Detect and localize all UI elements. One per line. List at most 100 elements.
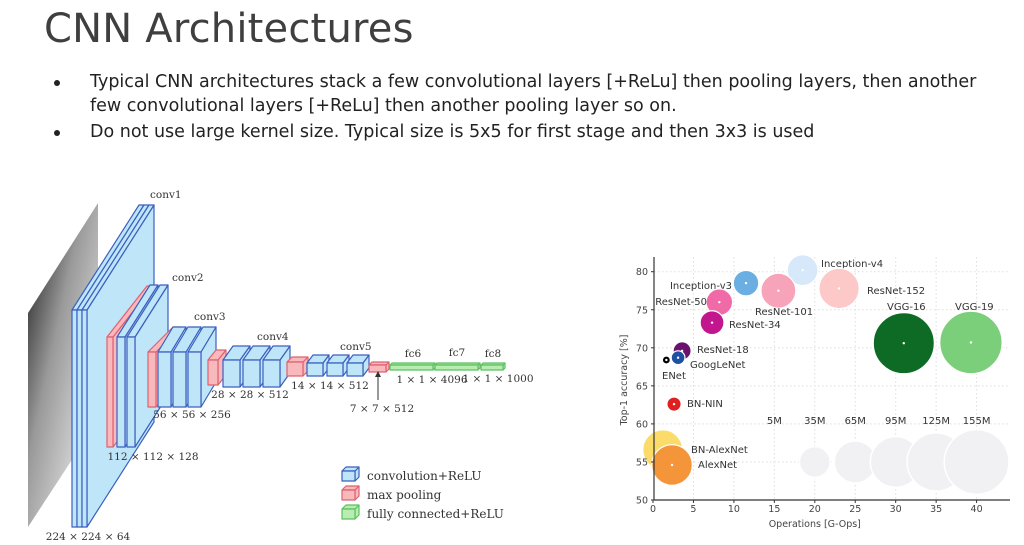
y-tick-label: 70	[636, 343, 648, 354]
bubble-label: VGG-16	[887, 302, 926, 313]
bubble-inception-v3: Inception-v3	[670, 269, 760, 297]
stage-label: fc6	[405, 348, 422, 360]
x-tick-label: 15	[768, 504, 780, 515]
x-tick-label: 0	[650, 504, 656, 515]
y-tick-label: 50	[636, 496, 648, 507]
stage-label: conv3	[194, 311, 226, 323]
bubble-center	[672, 402, 676, 406]
bubble-center	[902, 342, 905, 345]
size-legend-bubble	[943, 428, 1010, 496]
x-tick-label: 40	[971, 504, 983, 515]
bubble-vgg-19: VGG-19	[939, 302, 1003, 375]
size-legend-label: 35M	[804, 416, 825, 427]
bubble-label: AlexNet	[698, 460, 737, 471]
dim-label: 7 × 7 × 512	[350, 403, 414, 415]
vgg-architecture-diagram: conv1 conv2 conv3 conv4 conv5 fc6 fc7 fc…	[28, 189, 534, 543]
size-legend-label: 125M	[922, 416, 950, 427]
bubble-label: VGG-19	[955, 302, 994, 313]
bubble-center	[710, 321, 714, 324]
bubble-enet: ENet	[661, 355, 686, 382]
bubble-label: Inception-v4	[821, 259, 883, 270]
stage-label: conv2	[172, 272, 204, 284]
bubble-resnet-34: ResNet-34	[699, 310, 781, 336]
y-axis-label: Top-1 accuracy [%]	[619, 335, 630, 427]
size-legend-label: 95M	[885, 416, 906, 427]
bubble-vgg-16: VGG-16	[872, 302, 935, 375]
bullet-list: Typical CNN architectures stack a few co…	[52, 70, 990, 146]
stage-label: conv5	[340, 341, 372, 353]
x-tick-label: 10	[728, 504, 740, 515]
bubble-label: ResNet-34	[729, 320, 781, 331]
bubble-center	[676, 356, 680, 359]
bubble-label: GoogLeNet	[690, 360, 746, 371]
legend-swatch	[341, 466, 360, 482]
slide-title: CNN Architectures	[44, 6, 414, 52]
dim-label: 1 × 1 × 4096	[396, 374, 467, 386]
bubble-center	[718, 300, 721, 304]
y-tick-label: 60	[636, 419, 648, 430]
x-tick-label: 35	[930, 504, 942, 515]
y-tick-label: 55	[636, 457, 648, 468]
stage-label: conv1	[150, 189, 182, 201]
bullet-item: Do not use large kernel size. Typical si…	[52, 120, 990, 144]
conv-block	[262, 345, 291, 388]
bubble-resnet-101: ResNet-101	[755, 272, 813, 318]
legend-label: fully connected+ReLU	[367, 507, 504, 521]
x-tick-label: 5	[690, 504, 696, 515]
stage-label: conv4	[257, 331, 289, 343]
bubble-center	[801, 268, 804, 272]
pool-block	[368, 361, 390, 373]
bubble-center	[744, 281, 748, 285]
dim-label: 14 × 14 × 512	[291, 380, 369, 392]
size-legend-label: 5M	[767, 416, 782, 427]
conv-block	[346, 354, 370, 377]
dim-label: 1 × 1 × 1000	[462, 373, 533, 385]
bubble-center	[969, 341, 973, 344]
bubble-inception-v4: Inception-v4	[786, 254, 883, 287]
bubble-label: Inception-v3	[670, 281, 732, 292]
fc-block	[434, 362, 481, 371]
bubble-center	[837, 287, 841, 290]
conv-block	[306, 354, 330, 377]
dim-label: 28 × 28 × 512	[211, 389, 289, 401]
bubble-googlenet: GoogLeNet	[670, 350, 746, 371]
bubble-label: ENet	[662, 371, 686, 382]
fc-block	[389, 362, 436, 371]
pool5-arrowhead	[375, 371, 381, 377]
bubble-bn-nin: BN-NIN	[666, 396, 723, 412]
x-tick-label: 30	[890, 504, 902, 515]
bubble-alexnet: AlexNet	[651, 444, 737, 486]
legend-swatch	[341, 504, 360, 520]
legend-label: max pooling	[367, 488, 442, 502]
bubble-label: ResNet-18	[697, 345, 749, 356]
bubble-resnet-152: ResNet-152	[818, 267, 925, 310]
x-tick-label: 25	[849, 504, 861, 515]
size-legend-bubble	[798, 445, 831, 479]
fc-block	[480, 362, 506, 371]
bubble-center	[670, 463, 674, 467]
conv-block	[326, 354, 350, 377]
bubble-resnet-50: ResNet-50	[655, 288, 734, 316]
y-tick-label: 75	[636, 305, 648, 316]
bubble-label: ResNet-152	[867, 286, 925, 297]
dim-label: 56 × 56 × 256	[153, 409, 231, 421]
dim-label: 224 × 224 × 64	[46, 531, 131, 543]
bubble-label: BN-NIN	[687, 399, 723, 410]
dim-label: 112 × 112 × 128	[107, 451, 198, 463]
pool-block	[286, 356, 309, 377]
bubble-label: ResNet-101	[755, 307, 813, 318]
x-tick-label: 20	[809, 504, 821, 515]
stage-label: fc7	[449, 347, 465, 359]
stage-label: fc8	[485, 348, 501, 360]
size-legend-bubble	[771, 458, 778, 466]
size-legend-label: 65M	[845, 416, 866, 427]
bullet-item: Typical CNN architectures stack a few co…	[52, 70, 990, 118]
y-tick-label: 80	[636, 267, 648, 278]
legend-swatch	[341, 485, 360, 501]
y-tick-label: 65	[636, 381, 648, 392]
bubble-center	[665, 358, 668, 362]
bubble-center	[777, 289, 780, 292]
